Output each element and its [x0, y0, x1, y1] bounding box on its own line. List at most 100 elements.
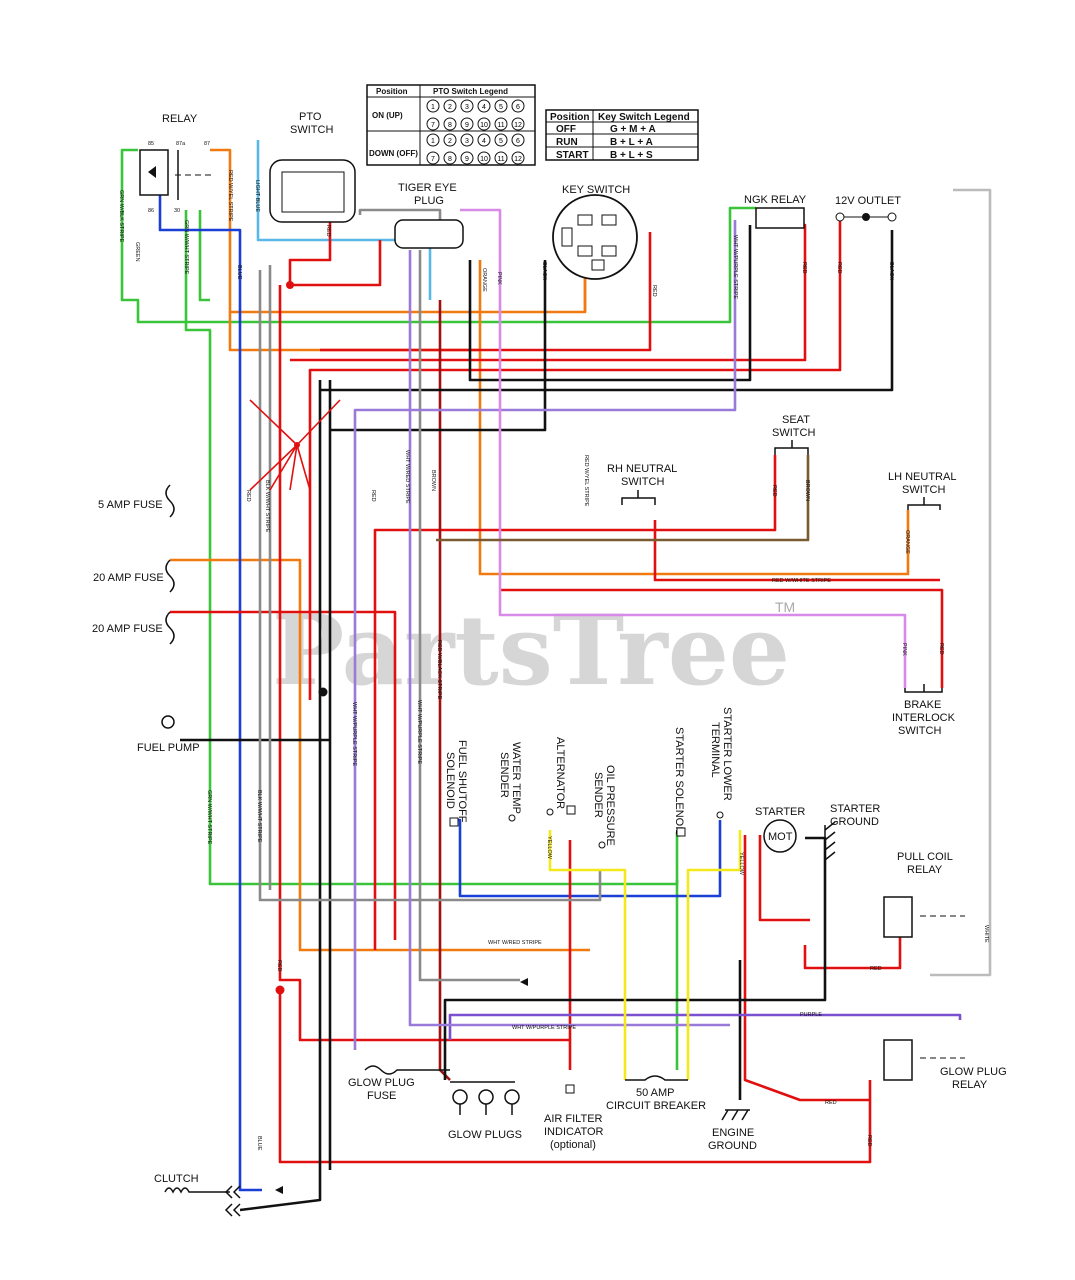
pto-legend-pin: [443, 117, 457, 131]
engine-ground-label-1: ENGINE: [712, 1127, 754, 1139]
wl-brown: BROWN: [804, 480, 810, 501]
pto-switch: [269, 159, 356, 223]
pto-legend-pin: [477, 151, 491, 165]
relay-pin-30: 30: [174, 208, 180, 214]
wl-black-ks: BLACK: [541, 262, 547, 280]
wire-red-starter2: [758, 835, 810, 922]
key-legend-position-header: Position: [550, 112, 589, 123]
pto-legend-pin: [494, 151, 508, 165]
pto-legend-pin-number: 4: [482, 104, 486, 111]
fuel-pump-label: FUEL PUMP: [137, 742, 200, 754]
wire-wht-purple2: [408, 250, 730, 1027]
wire-gray-main: [258, 270, 602, 902]
wl-red-4: RED: [870, 966, 882, 972]
breaker-label-2: CIRCUIT BREAKER: [606, 1100, 706, 1112]
brake-label-2: INTERLOCK: [892, 712, 956, 724]
wl-orange-lh: ORANGE: [904, 530, 910, 554]
pto-legend-pin: [477, 133, 491, 147]
ngk-relay: [755, 207, 805, 229]
splice-star-fanout: [249, 399, 341, 491]
pto-legend-pin-number: 12: [514, 156, 522, 163]
wl-wht-purple-2: WHT W/PURPLE STRIPE: [351, 702, 357, 766]
wire-red-fuse20: [170, 610, 397, 940]
wl-red-3: RED: [276, 960, 282, 972]
wire-black-ngk: [468, 225, 752, 382]
wl-wht-red: WHT W/RED STRIPE: [404, 450, 410, 504]
pto-legend-pin: [443, 151, 457, 165]
wl-red-yel-2: RED W/YEL STRIPE: [583, 455, 589, 507]
wl-red-wht: RED W/WHITE STRIPE: [772, 578, 831, 584]
wire-red-glow: [278, 990, 872, 1164]
wl-grn-blk: GRN W/BLK STRIPE: [118, 190, 124, 243]
pull-coil-relay: [883, 896, 965, 938]
starter-ground-label-1: STARTER: [830, 803, 880, 815]
glow-plug-fuse: [364, 1065, 450, 1075]
pto-legend-pin-number: 9: [465, 122, 469, 129]
oil-pressure-label-2: SENDER: [592, 772, 604, 818]
fuse-20-amp-a: [165, 559, 175, 593]
air-filter-label-3: (optional): [550, 1139, 596, 1151]
fuse-20a-label: 20 AMP FUSE: [93, 572, 164, 584]
glow-plugs-label: GLOW PLUGS: [448, 1129, 522, 1141]
starter-ground-label-2: GROUND: [830, 816, 879, 828]
lh-neutral-switch: [907, 497, 941, 510]
wl-red-2: RED: [370, 490, 376, 502]
pto-legend-pin-number: 7: [431, 156, 435, 163]
key-switch-legend: Position Key Switch Legend OFF G + M + A…: [545, 109, 699, 161]
key-legend-run-value: B + L + A: [610, 137, 653, 148]
splice-red: [286, 281, 294, 289]
pto-legend-pin-number: 10: [480, 156, 488, 163]
clutch-coil: [164, 1185, 241, 1217]
wl-orange: ORANGE: [481, 268, 487, 292]
wl-red-outlet: RED: [836, 262, 842, 274]
wire-red-pto: [288, 200, 332, 285]
pto-legend-pin-number: 1: [431, 138, 435, 145]
glow-relay-label-2: RELAY: [952, 1079, 988, 1091]
starter-lower-label-1: STARTER LOWER: [721, 707, 733, 801]
wl-pink-brake: PINK: [901, 643, 907, 656]
pto-legend-pin-number: 12: [514, 122, 522, 129]
wire-orange-lh: [478, 350, 910, 576]
key-switch-label: KEY SWITCH: [562, 184, 630, 196]
pto-legend-row-down: DOWN (OFF): [369, 149, 418, 158]
wl-blue-2: BLUE: [256, 1136, 262, 1151]
wl-grn-wht: GRN W/WHT STRIPE: [183, 220, 189, 275]
wire-pink: [460, 208, 907, 688]
wl-black-outlet: BLACK: [888, 262, 894, 280]
wl-brown-2: BROWN: [430, 470, 436, 491]
wire-red-pullcoil: [803, 920, 902, 970]
key-legend-title: Key Switch Legend: [598, 112, 690, 123]
wl-light-blue: LIGHT BLUE: [254, 180, 260, 212]
circuit-breaker: [625, 1075, 688, 1081]
wire-red-starter: [743, 835, 870, 1102]
fuse-5-amp: [165, 484, 175, 518]
fuel-shutoff-label-2: SOLENOID: [444, 752, 456, 809]
wl-wht-purple: WHT W/PURPLE STRIPE: [732, 235, 738, 299]
outlet: [835, 212, 897, 222]
relay-pin-87a: 87a: [176, 141, 186, 147]
key-legend-off-value: G + M + A: [610, 124, 656, 135]
glow-plugs: [450, 1081, 520, 1115]
pto-legend-row-on: ON (UP): [372, 111, 403, 120]
air-filter-label-1: AIR FILTER: [544, 1113, 603, 1125]
wire-wht-purple: [353, 220, 737, 1050]
fuse-5-label: 5 AMP FUSE: [98, 499, 163, 511]
fuse-20-amp-b: [165, 611, 175, 645]
fuel-pump: [161, 715, 175, 729]
wire-black-starter: [443, 836, 827, 1080]
pto-legend-pin: [426, 151, 440, 165]
wire-red-brake: [500, 588, 944, 688]
starter-label: STARTER: [755, 806, 805, 818]
tiger-eye-label-2: PLUG: [414, 195, 444, 207]
water-temp-label-2: SENDER: [498, 752, 510, 798]
wire-red-ngk: [290, 223, 807, 362]
starter-mot-label: MOT: [768, 831, 793, 843]
pto-legend-pin: [460, 99, 474, 113]
wl-red-brake: RED: [938, 643, 944, 655]
starter-lower-label-2: TERMINAL: [709, 722, 721, 778]
starter-motor: [763, 819, 797, 853]
pto-legend-position-header: Position: [376, 87, 408, 96]
engine-ground-label-2: GROUND: [708, 1140, 757, 1152]
wl-blue: BLUE: [236, 265, 242, 280]
